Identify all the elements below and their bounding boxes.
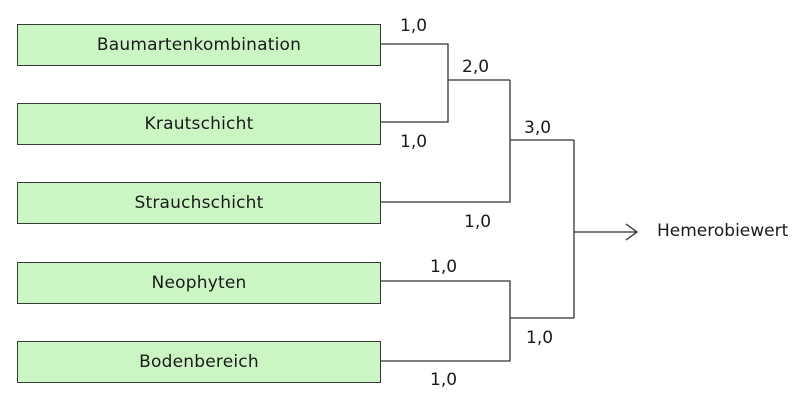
factor-box-krautschicht: Krautschicht	[17, 103, 381, 145]
connector-upper-group	[381, 80, 511, 203]
factor-label: Strauchschicht	[134, 193, 264, 213]
weight-label-neophyten: 1,0	[430, 257, 458, 277]
weight-label-krautschicht: 1,0	[400, 132, 428, 152]
result-arrow-head	[625, 223, 639, 241]
connector-lower-group	[381, 280, 511, 362]
weight-label-pair: 2,0	[462, 57, 490, 77]
weight-label-upper-group: 3,0	[524, 118, 552, 138]
factor-box-neophyten: Neophyten	[17, 262, 381, 304]
connector-baum-kraut	[381, 43, 449, 123]
result-label: Hemerobiewert	[657, 221, 789, 241]
weight-label-strauchschicht: 1,0	[464, 212, 492, 232]
factor-label: Bodenbereich	[139, 352, 259, 372]
weight-label-baumartenkombination: 1,0	[400, 16, 428, 36]
factor-label: Krautschicht	[144, 114, 254, 134]
factor-box-bodenbereich: Bodenbereich	[17, 341, 381, 383]
factor-box-baumartenkombination: Baumartenkombination	[17, 24, 381, 66]
weight-label-bodenbereich: 1,0	[430, 370, 458, 390]
factor-label: Baumartenkombination	[96, 35, 302, 55]
factor-label: Neophyten	[151, 273, 247, 293]
factor-box-strauchschicht: Strauchschicht	[17, 182, 381, 224]
weight-label-lower-group: 1,0	[526, 328, 554, 348]
